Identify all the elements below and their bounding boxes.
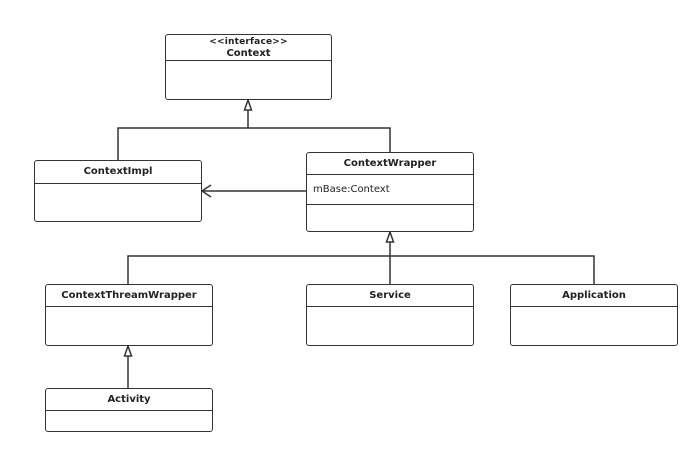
- class-box-context: <<interface>> Context: [165, 34, 332, 100]
- class-name-service: Service: [369, 289, 411, 301]
- inheritance-to-contextthemewrapper: [123, 343, 133, 388]
- class-name-contextthemewrapper: ContextThreamWrapper: [61, 289, 197, 301]
- class-name-context: Context: [226, 47, 271, 59]
- class-attribute-mbase: mBase:Context: [307, 175, 473, 205]
- association-mbase-arrow: [200, 184, 306, 198]
- stereotype-label: <<interface>>: [209, 36, 288, 47]
- class-box-service: Service: [306, 284, 474, 346]
- inheritance-to-contextwrapper: [127, 229, 595, 284]
- class-box-contextimpl: ContextImpl: [34, 160, 202, 222]
- class-header-application: Application: [511, 285, 677, 307]
- class-header-context: <<interface>> Context: [166, 35, 331, 61]
- class-name-application: Application: [562, 289, 626, 301]
- class-box-contextthemewrapper: ContextThreamWrapper: [45, 284, 213, 346]
- class-name-contextimpl: ContextImpl: [83, 166, 153, 177]
- inheritance-to-context: [117, 97, 391, 160]
- class-header-activity: Activity: [46, 389, 212, 411]
- class-box-contextwrapper: ContextWrapper mBase:Context: [306, 152, 474, 232]
- class-name-activity: Activity: [107, 393, 151, 405]
- class-header-contextimpl: ContextImpl: [35, 161, 201, 184]
- class-header-service: Service: [307, 285, 473, 307]
- class-header-contextthemewrapper: ContextThreamWrapper: [46, 285, 212, 307]
- attribute-mbase-text: mBase:Context: [313, 184, 390, 195]
- class-header-contextwrapper: ContextWrapper: [307, 153, 473, 175]
- class-box-activity: Activity: [45, 388, 213, 432]
- class-box-application: Application: [510, 284, 678, 346]
- class-name-contextwrapper: ContextWrapper: [343, 157, 437, 169]
